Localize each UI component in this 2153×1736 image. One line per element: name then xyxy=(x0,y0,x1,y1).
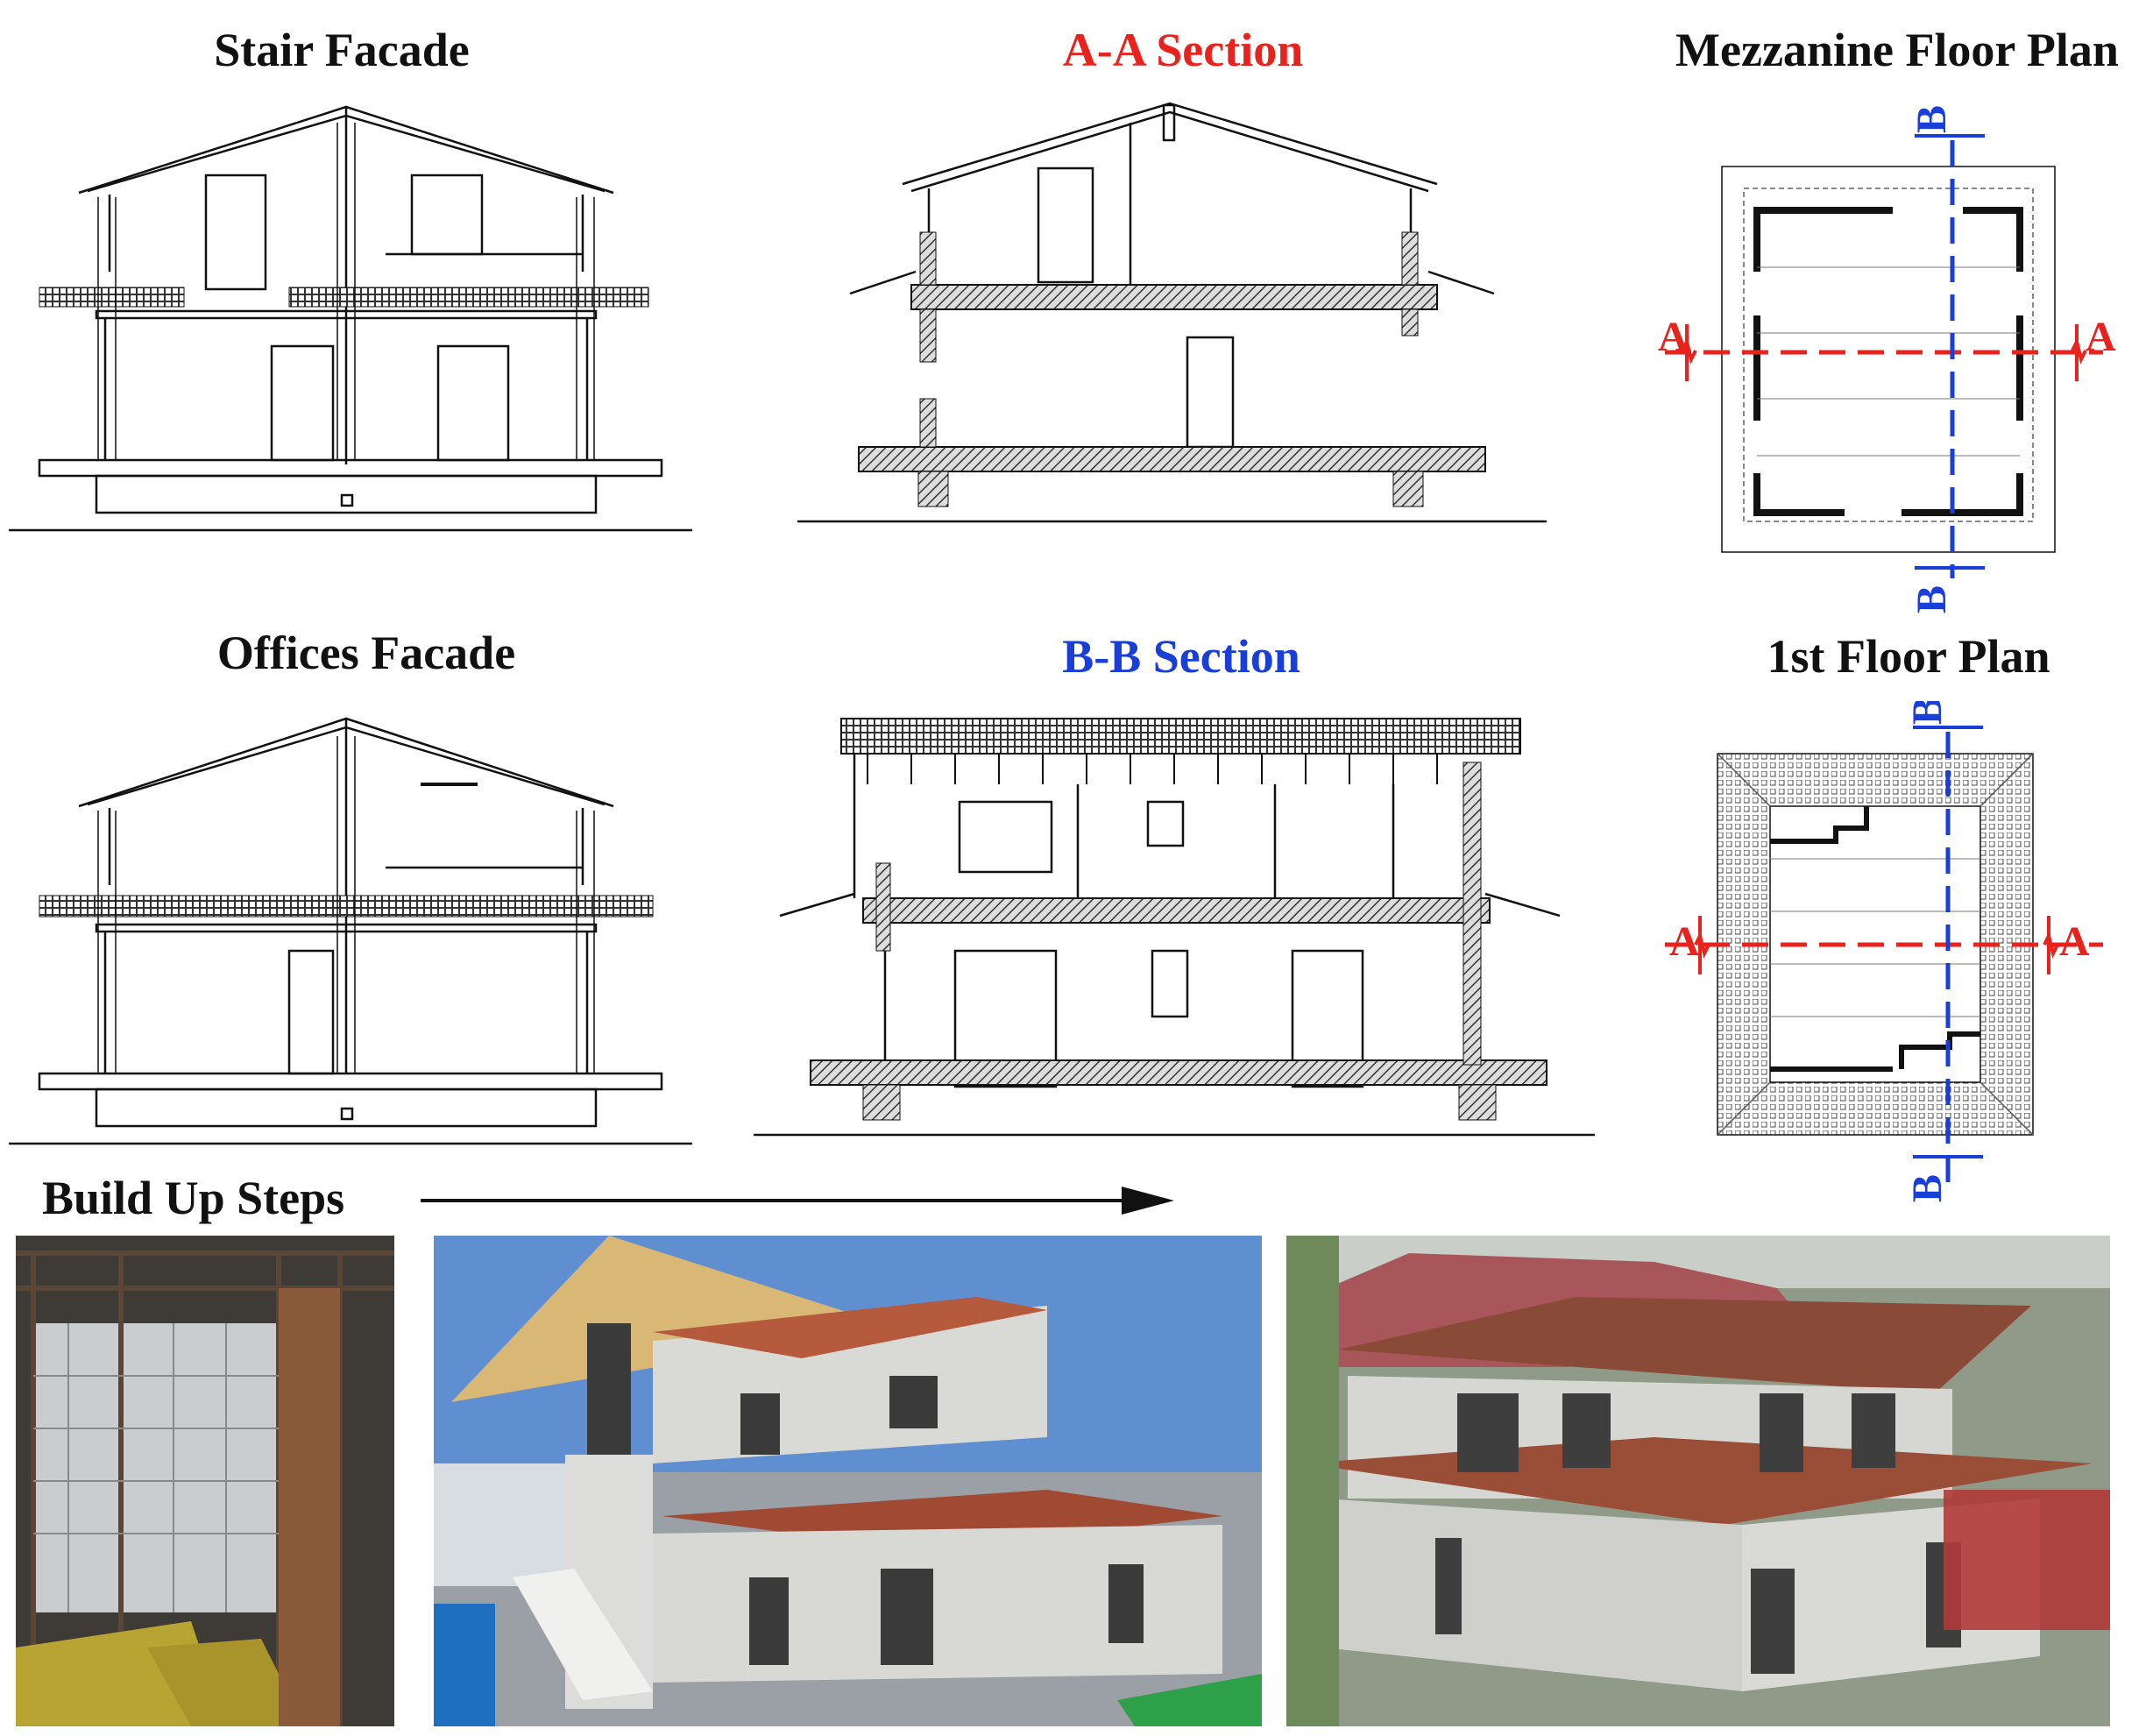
bb-mark-top: B xyxy=(1909,105,1955,133)
build-up-arrow xyxy=(421,1187,1174,1215)
first-floor-plan-title: 1st Floor Plan xyxy=(1767,630,2050,683)
construction-frame-photo xyxy=(16,1236,394,1726)
bb-mark-bottom: B xyxy=(1909,585,1955,613)
aa-section-drawing xyxy=(797,102,1547,523)
build-up-steps-title: Build Up Steps xyxy=(42,1172,345,1224)
offices-facade-title: Offices Facade xyxy=(216,627,516,679)
bb-mark-bottom-1st: B xyxy=(1904,1174,1951,1202)
mezzanine-plan-drawing: A A B B xyxy=(1658,105,2116,613)
bb-section-title: B-B Section xyxy=(1062,630,1300,683)
stair-facade-drawing xyxy=(9,105,692,532)
aa-mark-right-1st: A xyxy=(2059,918,2090,965)
offices-facade-drawing xyxy=(9,717,692,1145)
partially-built-house-photo xyxy=(434,1236,1262,1726)
aa-mark-left-1st: A xyxy=(1669,918,1700,965)
bb-mark-top-1st: B xyxy=(1904,701,1951,725)
mezzanine-plan-title: Mezzanine Floor Plan xyxy=(1675,24,2119,76)
completed-house-photo xyxy=(1286,1236,2110,1726)
aa-section-title: A-A Section xyxy=(1062,24,1304,76)
stair-facade-title: Stair Facade xyxy=(214,24,470,76)
aa-mark-left: A xyxy=(1658,314,1689,360)
first-floor-plan-drawing: A A B B xyxy=(1665,701,2103,1202)
aa-mark-right: A xyxy=(2086,314,2116,360)
bb-section-drawing xyxy=(754,718,1595,1137)
